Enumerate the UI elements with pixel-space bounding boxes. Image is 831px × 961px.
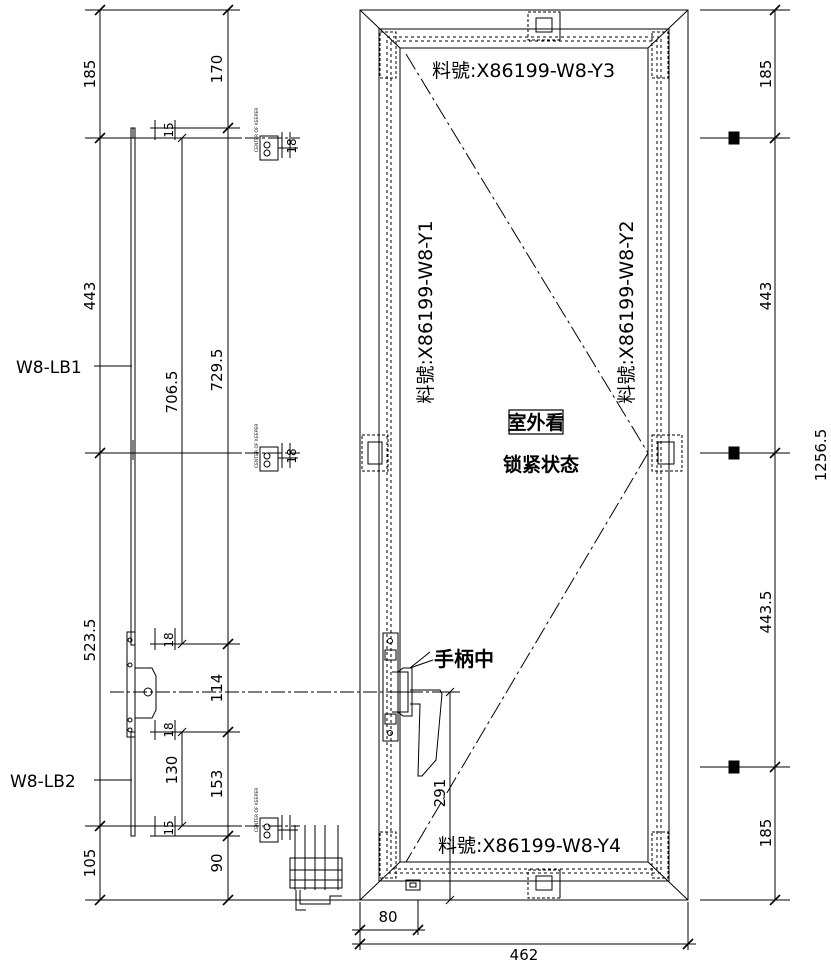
view-note: 室外看: [507, 411, 564, 434]
dim-small-18-a: 18: [285, 138, 299, 153]
dim-total-height: 1256.5: [812, 429, 830, 482]
dim-small-18-b: 18: [285, 448, 299, 463]
dim-inner-729: 729.5: [208, 349, 226, 392]
dim-right-185-top: 185: [757, 60, 775, 89]
small-dim-marks: [154, 120, 176, 836]
dim-right-443-5: 443.5: [757, 591, 775, 634]
dim-right-443: 443: [757, 282, 775, 311]
keeper-top: [259, 132, 298, 161]
view-note-box: [508, 409, 564, 435]
part-label-lb1: W8-LB1: [16, 358, 82, 378]
locking-rod-lb2: [130, 731, 136, 837]
dim-small-18-d: 18: [162, 722, 176, 737]
profile-section: [289, 825, 343, 911]
handle-height-dimension: [440, 687, 460, 905]
dim-inner-114: 114: [208, 674, 226, 703]
lock-state-note: 锁紧状态: [503, 453, 579, 476]
part-number-y3: 料號:X86199-W8-Y3: [432, 60, 615, 82]
part-number-y2: 料號:X86199-W8-Y2: [616, 220, 638, 403]
dim-left-185: 185: [81, 60, 99, 89]
part-leaders: [94, 365, 434, 781]
dim-bottom-462: 462: [510, 946, 539, 961]
handle-note: 手柄中: [434, 647, 494, 671]
bottom-dimension-lines: [352, 900, 696, 950]
dim-bottom-80: 80: [378, 908, 397, 926]
dim-inner-153: 153: [208, 770, 226, 799]
dim-rod-706: 706.5: [163, 371, 181, 414]
dim-small-15-top: 15: [162, 122, 176, 137]
keeper-label-middle: CENTER OF KEEPER: [254, 424, 260, 468]
part-number-y1: 料號:X86199-W8-Y1: [415, 220, 437, 403]
dim-small-15-bottom: 15: [162, 820, 176, 835]
keeper-label-bottom: CENTER OF KEEPER: [254, 788, 260, 832]
dim-rod-130: 130: [163, 756, 181, 785]
lock-points-right: [728, 131, 740, 774]
dim-inner-170: 170: [208, 55, 226, 84]
handle-assembly: [382, 632, 443, 777]
gearbox: [126, 631, 157, 738]
window-frame: [359, 9, 689, 901]
part-number-y4: 料號:X86199-W8-Y4: [438, 835, 621, 857]
dim-inner-90: 90: [208, 853, 226, 872]
dim-left-105: 105: [81, 849, 99, 878]
keeper-middle: [259, 443, 298, 472]
locking-rod-lb1: [130, 127, 136, 646]
keeper-bottom: [259, 815, 298, 843]
dim-right-185-bottom: 185: [757, 819, 775, 848]
frame-hardware: [361, 11, 683, 899]
center-lines: [110, 137, 440, 827]
dim-left-443: 443: [81, 282, 99, 311]
dim-handle-291: 291: [431, 779, 449, 808]
dim-small-18-c: 18: [162, 632, 176, 647]
dim-left-523: 523.5: [81, 619, 99, 662]
opening-direction-lines: [405, 53, 649, 863]
right-dimension-lines: [700, 4, 790, 906]
part-label-lb2: W8-LB2: [10, 772, 76, 792]
keeper-label-top: CENTER OF KEEPER: [254, 108, 260, 152]
